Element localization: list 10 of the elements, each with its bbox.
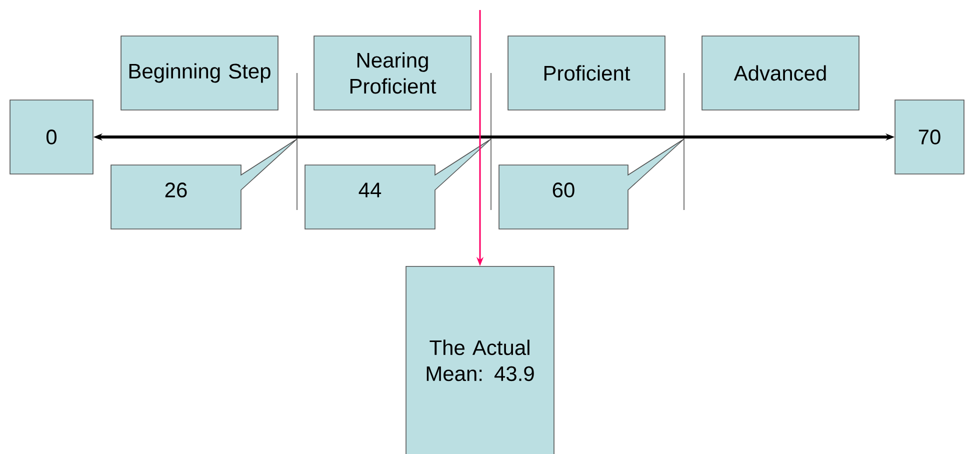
callout-box: 44 (304, 138, 492, 230)
callout-box: 60 (498, 138, 684, 230)
label-box: Nearing Proficient (314, 36, 472, 110)
label-box: 0 (10, 100, 94, 174)
result-box: The Actual Mean: 43.9 (406, 266, 554, 454)
label-box: Proficient (508, 36, 666, 110)
callout-box: 26 (110, 138, 298, 230)
label-box: 70 (894, 100, 964, 174)
label-box: Advanced (702, 36, 860, 110)
label-box: Beginning Step (120, 36, 278, 110)
